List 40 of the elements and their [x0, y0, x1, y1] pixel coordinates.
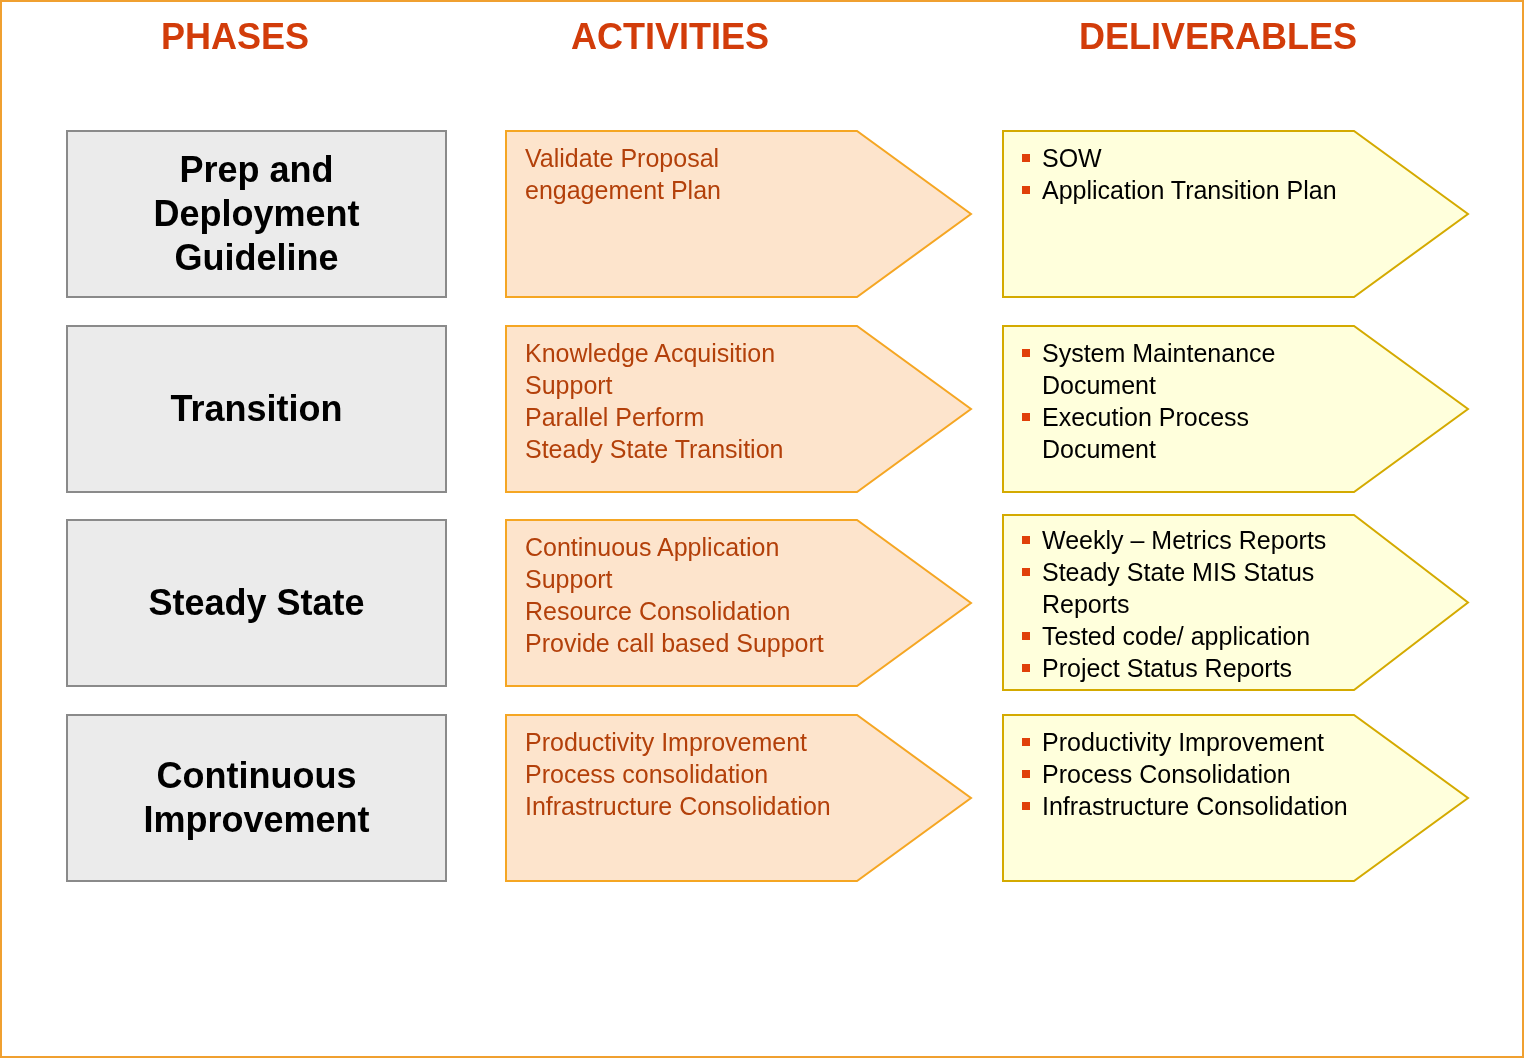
deliverable-panel — [1002, 714, 1470, 882]
phase-title: Steady State — [148, 581, 365, 625]
phase-title: Prep and Deployment Guideline — [152, 148, 361, 280]
phase-title: Continuous Improvement — [142, 754, 371, 842]
activity-panel — [505, 130, 973, 298]
column-heading: ACTIVITIES — [571, 15, 769, 59]
activity-text: Parallel Perform — [525, 402, 706, 433]
deliverable-text: SOW — [1042, 143, 1102, 174]
deliverable-panel — [1002, 130, 1470, 298]
activity-panel — [505, 519, 973, 687]
activity-text: Productivity Improvement — [525, 727, 809, 758]
phase-box — [66, 714, 447, 882]
activity-text: Steady State Transition — [525, 434, 785, 465]
phase-box — [66, 325, 447, 493]
activity-panel — [505, 325, 973, 493]
deliverable-text: Weekly – Metrics Reports — [1042, 525, 1327, 556]
phase-box — [66, 130, 447, 298]
column-heading: PHASES — [161, 15, 309, 59]
deliverable-text: Project Status Reports — [1042, 653, 1293, 684]
deliverable-text: Tested code/ application — [1042, 621, 1311, 652]
activity-text: Knowledge Acquisition Support — [525, 338, 777, 401]
phase-title: Transition — [170, 387, 343, 431]
deliverable-text: Execution Process Document — [1042, 402, 1251, 465]
activity-text: Infrastructure Consolidation — [525, 791, 832, 822]
activity-panel — [505, 714, 973, 882]
activity-text: Provide call based Support — [525, 628, 825, 659]
deliverable-text: Productivity Improvement — [1042, 727, 1325, 758]
deliverable-text: Application Transition Plan — [1042, 175, 1337, 206]
deliverable-text: Steady State MIS Status Reports — [1042, 557, 1316, 620]
column-heading: DELIVERABLES — [1079, 15, 1357, 59]
activity-text: Resource Consolidation — [525, 596, 792, 627]
phase-box — [66, 519, 447, 687]
deliverable-panel — [1002, 514, 1470, 691]
activity-text: Continuous Application Support — [525, 532, 781, 595]
deliverable-text: Process Consolidation — [1042, 759, 1291, 790]
activity-text: Validate Proposal engagement Plan — [525, 143, 722, 206]
deliverable-text: Infrastructure Consolidation — [1042, 791, 1348, 822]
deliverable-panel — [1002, 325, 1470, 493]
activity-text: Process consolidation — [525, 759, 770, 790]
deliverable-text: System Maintenance Document — [1042, 338, 1277, 401]
